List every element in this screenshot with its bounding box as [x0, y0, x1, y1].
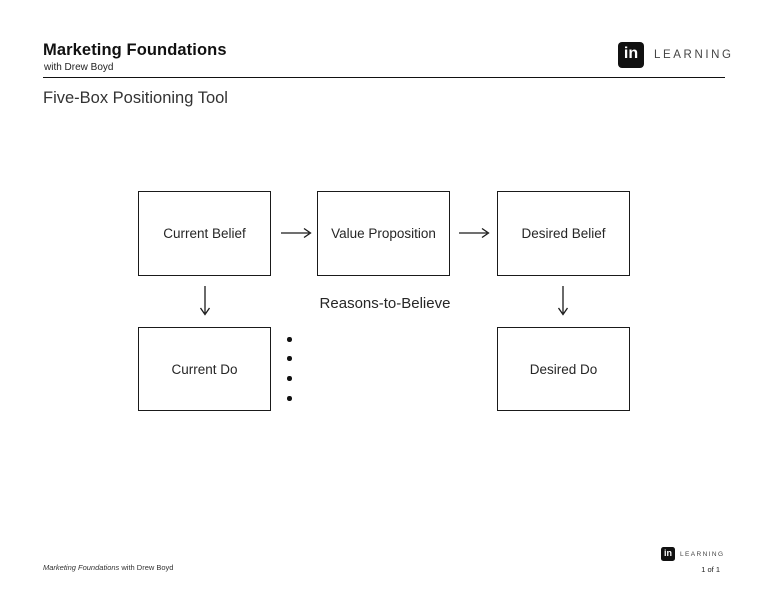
course-author: with Drew Boyd	[44, 62, 114, 73]
linkedin-in-icon: in	[618, 42, 644, 68]
box-label: Desired Belief	[521, 226, 606, 241]
box-desired-belief: Desired Belief	[497, 191, 630, 276]
linkedin-learning-logo-small: in LEARNING	[661, 547, 724, 561]
box-label: Desired Do	[529, 361, 598, 377]
box-current-do: Current Do	[138, 327, 271, 411]
reasons-to-believe-label: Reasons-to-Believe	[319, 295, 451, 312]
linkedin-in-icon: in	[661, 547, 675, 561]
footer-course-author: with Drew Boyd	[119, 563, 174, 572]
page-title: Five-Box Positioning Tool	[43, 89, 228, 107]
footer-course-reference: Marketing Foundations with Drew Boyd	[43, 563, 173, 572]
arrow-down-icon	[557, 286, 569, 316]
footer-course-title: Marketing Foundations	[43, 563, 120, 572]
header-divider	[43, 77, 725, 78]
box-label: Current Belief	[163, 226, 246, 241]
box-desired-do: Desired Do	[497, 327, 630, 411]
learning-wordmark: LEARNING	[654, 49, 734, 61]
box-current-belief: Current Belief	[138, 191, 271, 276]
arrow-right-icon	[459, 227, 490, 239]
page-indicator: 1 of 1	[701, 565, 720, 574]
box-label: Current Do	[171, 361, 238, 377]
box-label: Value Proposition	[331, 226, 436, 241]
arrow-right-icon	[281, 227, 312, 239]
bullet-dot	[287, 337, 292, 342]
learning-wordmark: LEARNING	[680, 550, 725, 558]
box-value-proposition: Value Proposition	[317, 191, 450, 276]
arrow-down-icon	[199, 286, 211, 316]
course-title: Marketing Foundations	[43, 41, 227, 59]
linkedin-learning-logo: in LEARNING	[618, 42, 734, 68]
bullet-dot	[287, 396, 292, 401]
bullet-dot	[287, 376, 292, 381]
bullet-dot	[287, 356, 292, 361]
